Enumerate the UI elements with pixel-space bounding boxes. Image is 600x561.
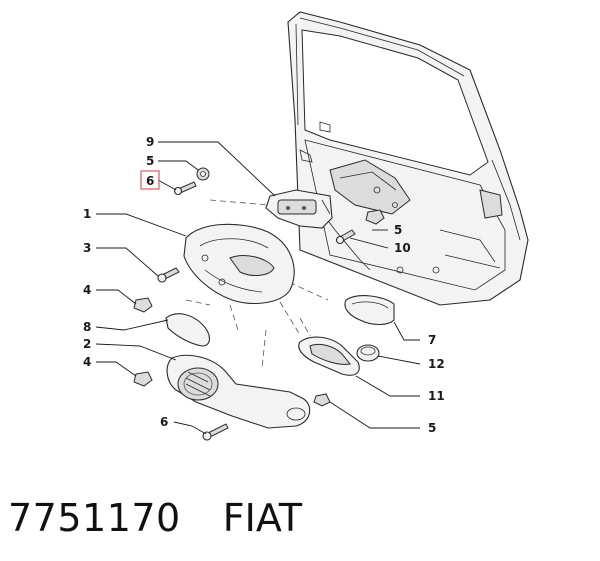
callout-5: 5 xyxy=(394,223,402,237)
callout-4: 4 xyxy=(83,355,91,369)
clip-part-5-door xyxy=(365,209,385,225)
caption-bar: 7751170 FIAT xyxy=(8,488,588,548)
part-11-handle-bezel xyxy=(298,336,360,376)
callout-8: 8 xyxy=(83,320,91,334)
callout-7: 7 xyxy=(428,333,436,347)
exploded-parts-diagram: 9 5 6 1 3 4 8 2 4 6 5 10 7 12 11 5 xyxy=(83,11,529,441)
part-12-cap xyxy=(356,344,380,362)
callout-3: 3 xyxy=(83,241,91,255)
clip-part-5-bottom xyxy=(313,393,331,407)
callout-6: 6 xyxy=(146,174,154,188)
part-9-handle-mechanism xyxy=(265,189,333,229)
callout-6: 6 xyxy=(160,415,168,429)
leader-lines xyxy=(95,141,421,435)
callout-labels: 9 5 6 1 3 4 8 2 4 6 5 10 7 12 11 5 xyxy=(83,135,445,435)
part-number: 7751170 xyxy=(8,496,181,540)
part-7-pull-cup xyxy=(344,295,395,326)
screw-part-3 xyxy=(157,267,180,283)
callout-12: 12 xyxy=(428,357,445,371)
screw-part-6-bottom xyxy=(202,423,229,441)
part-2-door-pocket xyxy=(166,354,311,429)
callout-11: 11 xyxy=(428,389,445,403)
callout-10: 10 xyxy=(394,241,411,255)
callout-1: 1 xyxy=(83,207,91,221)
callout-5: 5 xyxy=(428,421,436,435)
callout-highlight-box xyxy=(140,170,160,190)
brand-name: FIAT xyxy=(222,496,303,540)
door-frame xyxy=(287,11,529,306)
part-8-trim-piece xyxy=(165,313,211,347)
callout-9: 9 xyxy=(146,135,154,149)
clip-part-4-top xyxy=(133,297,153,313)
callout-5: 5 xyxy=(146,154,154,168)
screw-part-10 xyxy=(335,229,356,245)
clip-part-4-bottom xyxy=(133,371,153,387)
part-1-sealing-panel xyxy=(183,223,295,304)
callout-4: 4 xyxy=(83,283,91,297)
screw-part-6-top xyxy=(173,181,197,196)
washer-part-5-top xyxy=(196,167,210,181)
callout-2: 2 xyxy=(83,337,91,351)
